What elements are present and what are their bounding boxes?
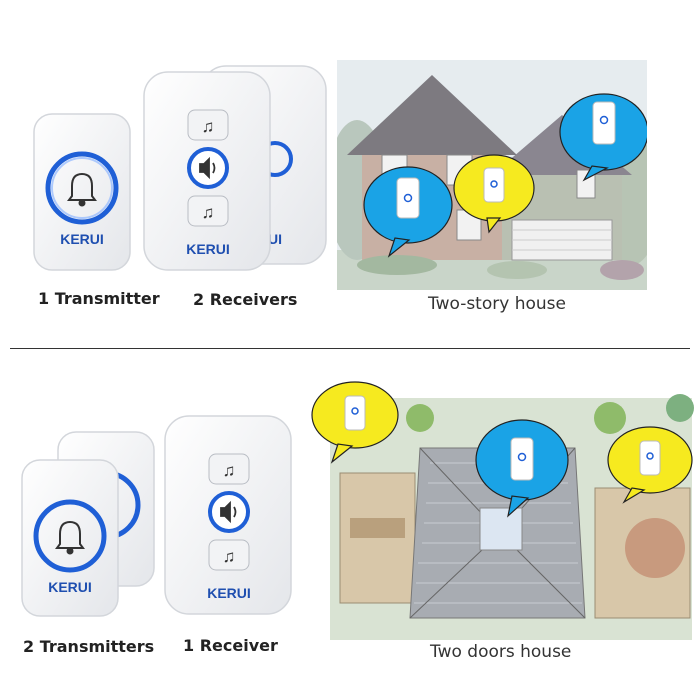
blue-speech-bubble: [363, 166, 453, 258]
transmitter-device: KERUI: [33, 113, 131, 271]
music-note-icon: ♫: [202, 117, 215, 136]
receiver-count-label: 2 Receivers: [193, 290, 298, 309]
speaker-icon: [220, 500, 237, 524]
yellow-speech-bubble: [607, 426, 693, 504]
section-divider: [10, 348, 690, 349]
blue-speech-bubble: [559, 93, 647, 182]
receiver-device: ♫ ♫ KERUI: [164, 415, 292, 615]
two-story-house-caption: Two-story house: [428, 294, 566, 314]
two-doors-house-illustration: [311, 381, 694, 640]
two-story-house-illustration: [337, 60, 647, 290]
yellow-speech-bubble: [311, 381, 399, 464]
bell-icon: [55, 520, 85, 555]
svg-text:UI: UI: [268, 231, 282, 247]
yellow-speech-bubble: [453, 154, 535, 234]
music-note-icon: ♫: [202, 203, 215, 222]
receiver-device: ♫ ♫ KERUI: [143, 71, 271, 271]
music-note-icon: ♫: [223, 461, 236, 480]
brand-logo: KERUI: [48, 579, 92, 595]
brand-logo: KERUI: [186, 241, 230, 257]
two-doors-house-caption: Two doors house: [430, 642, 572, 662]
transmitter-count-label: 1 Transmitter: [38, 289, 160, 308]
brand-logo: KERUI: [60, 231, 104, 247]
speaker-icon: [199, 156, 216, 180]
brand-logo: KERUI: [207, 585, 251, 601]
receiver-count-label: 1 Receiver: [183, 636, 278, 655]
music-note-icon: ♫: [223, 547, 236, 566]
transmitter-count-label: 2 Transmitters: [23, 637, 155, 656]
bell-icon: [67, 172, 97, 207]
blue-speech-bubble: [475, 419, 569, 518]
transmitter-device: KERUI: [21, 459, 119, 617]
